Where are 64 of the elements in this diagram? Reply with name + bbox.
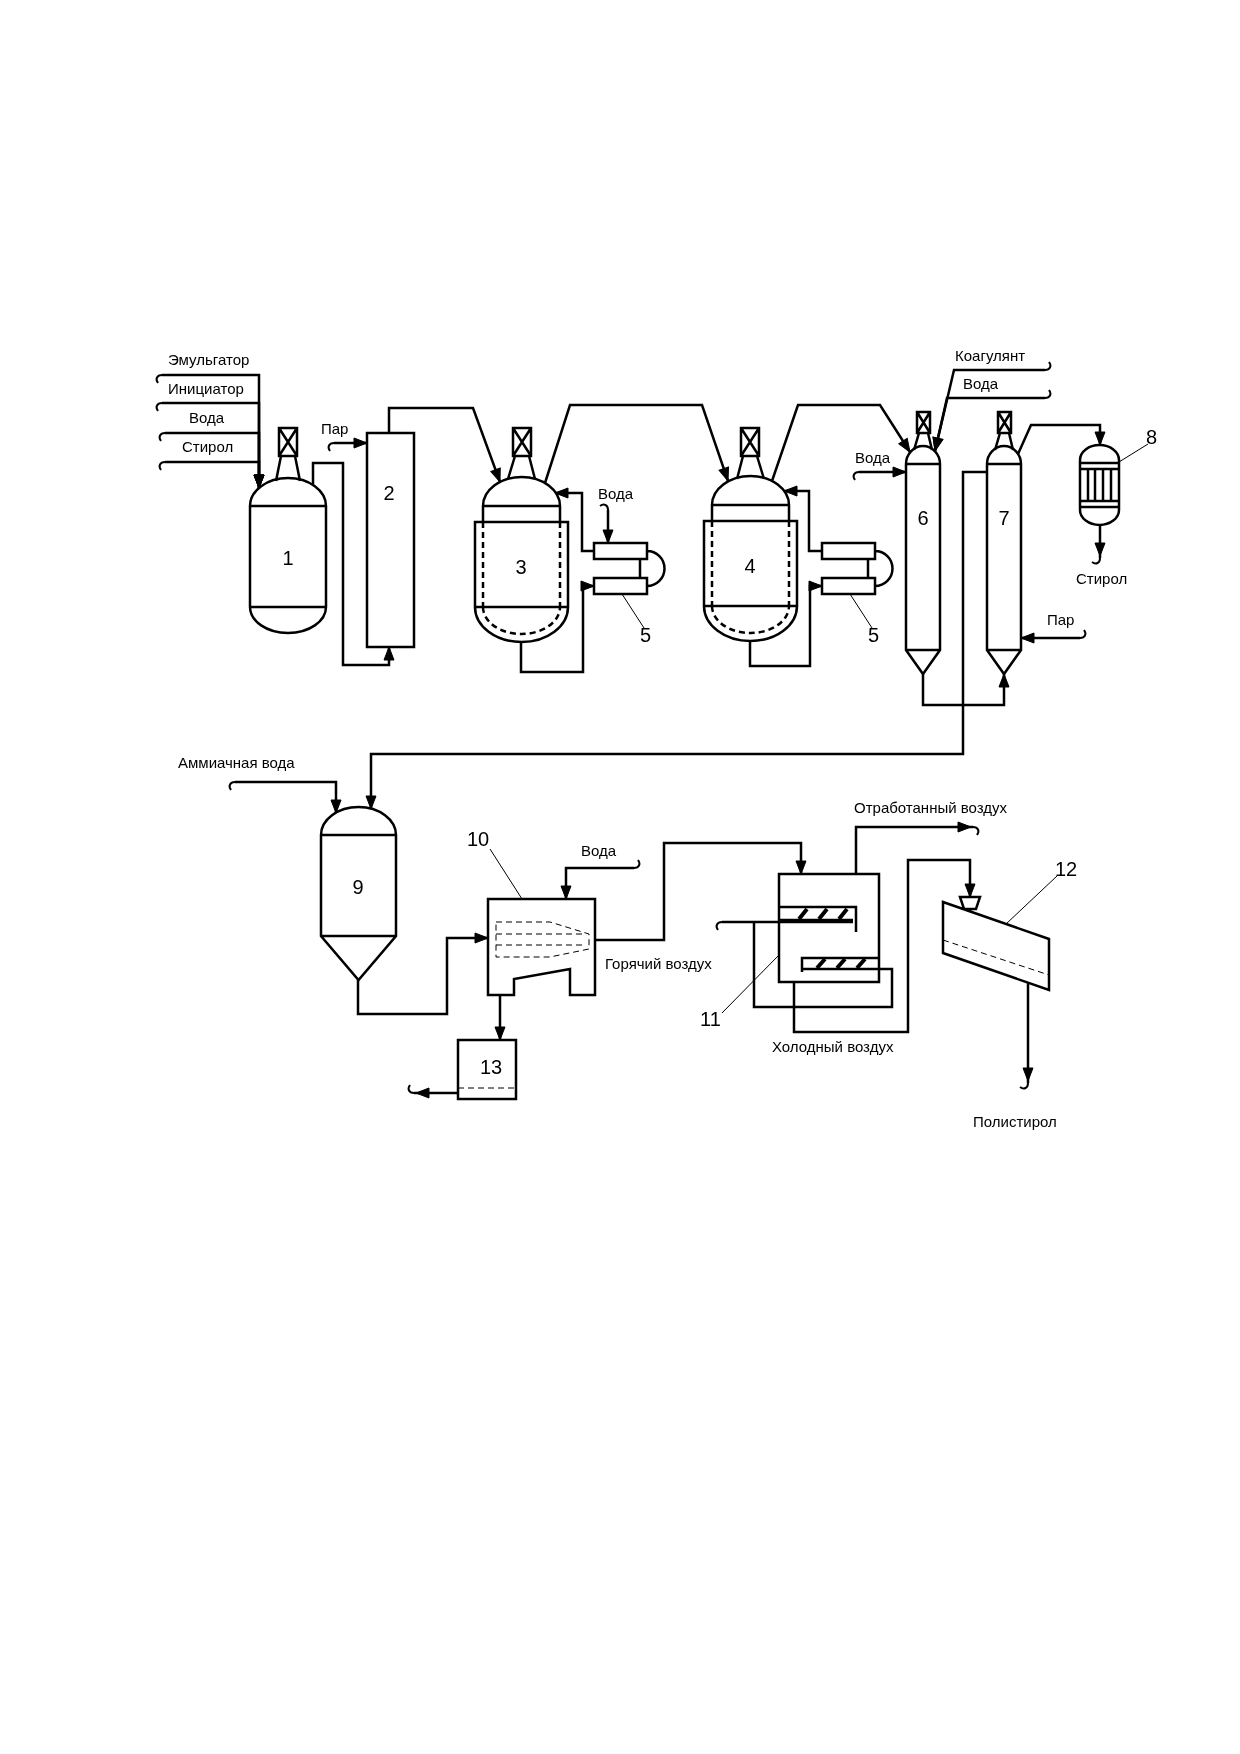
leader-line [1118,443,1149,463]
pipe-arrow [715,920,894,1009]
pipe-arrow [387,406,502,483]
pipe-arrow [1016,423,1106,455]
pipe-arrow [494,995,506,1041]
pipe-arrow [770,403,912,482]
leader-line [1005,875,1058,925]
pipe-arrow [1019,983,1034,1090]
pipe-arrow [852,466,907,481]
leader-line [849,593,873,629]
reactor [702,474,799,643]
equipment-number: 1 [282,547,294,569]
pipe-arrow [854,821,980,874]
pipe-arrow [543,403,730,484]
stream-label: Холодный воздух [771,1038,895,1056]
pipe-arrow [365,470,987,810]
pipe-arrow [921,673,1010,707]
reactor [473,475,570,644]
pipe-arrow [560,859,641,900]
callout-number: 12 [1055,858,1078,880]
equipment-number: 9 [352,876,364,898]
vessel [319,805,398,982]
pipe-arrow [327,437,368,452]
stream-label: Отработанный воздух [853,799,1009,817]
heat-exchanger [592,541,668,596]
column [365,431,416,649]
leader-line [721,954,780,1014]
pipe-arrow [1091,525,1106,565]
equipment-number: 7 [998,507,1010,529]
callout-number: 8 [1146,426,1158,448]
pipe-arrow [599,503,614,544]
equipment-number: 3 [515,556,527,578]
separator [486,897,597,997]
tank [456,1038,518,1101]
pipe-arrow [356,932,489,1016]
pipe-arrow [554,487,594,553]
dryer [777,872,881,984]
column [904,444,942,676]
pipe-arrow [748,580,823,668]
pipe-arrow [783,485,822,553]
pipe-arrow [595,841,807,942]
pipe-arrow [932,389,1052,452]
stream-label: Горячий воздух [604,955,713,973]
condenser [1078,443,1121,527]
pipe-arrow [311,461,395,667]
column [985,444,1023,676]
equipment-number: 6 [917,507,929,529]
leader-line [621,593,645,629]
callout-number: 5 [868,624,880,646]
leader-line [489,848,523,900]
pipe-arrow [407,1084,458,1099]
callout-number: 5 [640,624,652,646]
heat-exchanger [820,541,896,596]
equipment-number: 4 [744,555,756,577]
pipe-arrow [519,580,595,674]
equipment-number: 2 [383,482,395,504]
callout-number: 11 [700,1008,721,1030]
mixing-vessel [248,476,328,635]
pipe-arrow [792,858,976,1034]
equipment-number: 13 [479,1056,503,1078]
pipe-arrow [1020,629,1087,644]
pipe-arrow [158,460,265,489]
callout-number: 10 [467,828,490,850]
pipe-arrow [228,780,342,814]
